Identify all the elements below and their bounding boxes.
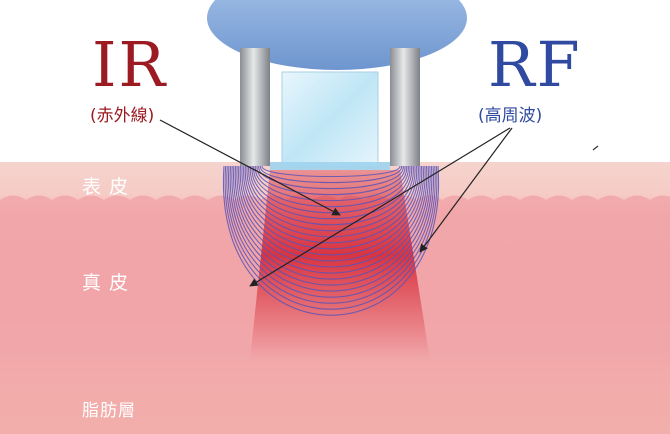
light-window-icon	[281, 71, 379, 168]
rf-field-line	[233, 165, 429, 280]
rf-field-line	[226, 165, 436, 304]
rf-field-line	[236, 165, 426, 268]
rf-field-line	[259, 165, 403, 184]
rf-field-lines	[222, 165, 440, 316]
rf-field-line	[228, 165, 434, 298]
rf-field-line	[254, 165, 408, 202]
rf-title: RF	[488, 28, 582, 101]
electrode-icon	[390, 48, 420, 166]
ir-title: IR	[92, 28, 168, 101]
ir-arrow	[159, 119, 341, 216]
rf-field-line	[239, 165, 423, 256]
rf-field-line	[253, 165, 409, 208]
rf-field-line	[243, 165, 419, 244]
rf-field-line	[249, 165, 413, 220]
electrode-icon	[240, 48, 270, 166]
ir-subtitle: (赤外線)	[90, 106, 155, 126]
rf-arrow-right	[419, 127, 513, 253]
layer-label-fat: 脂肪層	[82, 401, 136, 421]
rf-field-line	[224, 165, 438, 310]
rf-field-line	[231, 165, 431, 286]
rf-field-line	[248, 165, 414, 226]
light-window-edge	[270, 162, 390, 170]
layer-label-dermis: 真皮	[82, 272, 137, 294]
rf-field-line	[238, 165, 424, 262]
rf-arrow-left	[249, 127, 511, 287]
rf-field-line	[241, 165, 421, 250]
rf-field-line	[229, 165, 433, 292]
rf-field-line	[234, 165, 428, 274]
rf-field-line	[261, 165, 401, 178]
stray-mark	[592, 145, 599, 151]
layer-label-epidermis: 表皮	[82, 176, 137, 198]
rf-field-line	[246, 165, 416, 232]
rf-subtitle: (高周波)	[478, 106, 543, 126]
rf-field-line	[256, 165, 406, 196]
rf-field-line	[258, 165, 404, 190]
rf-field-line	[251, 165, 411, 214]
